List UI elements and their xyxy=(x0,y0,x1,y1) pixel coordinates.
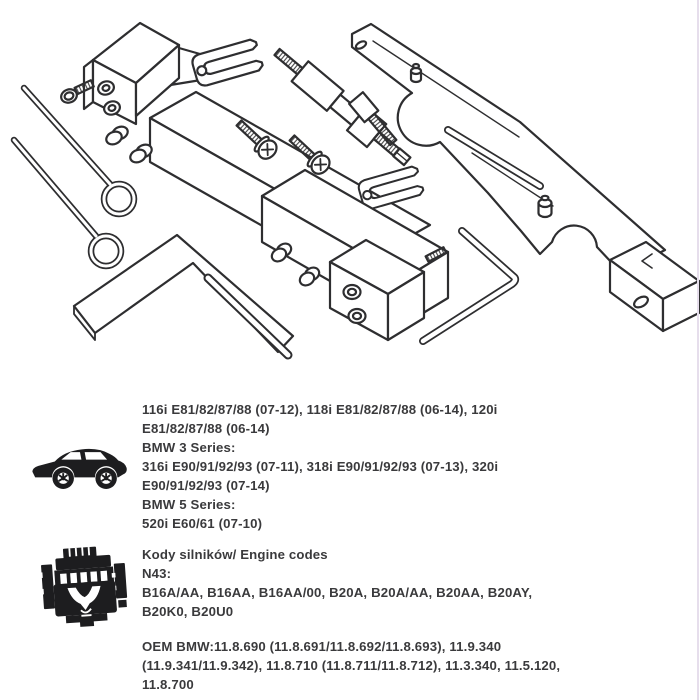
engine-codes-line: B20K0, B20U0 xyxy=(142,604,234,619)
compat-line: 316i E90/91/92/93 (07-11), 318i E90/91/9… xyxy=(142,459,499,474)
engine-icon xyxy=(38,546,128,627)
oem-numbers-text: OEM BMW:11.8.690 (11.8.691/11.8.692/11.8… xyxy=(142,637,560,694)
compat-line: BMW 5 Series: xyxy=(142,497,236,512)
timing-bracket xyxy=(350,22,700,333)
oem-line: 11.8.700 xyxy=(142,677,194,692)
locking-pin xyxy=(10,136,125,270)
thumb-screw xyxy=(348,91,398,147)
vehicle-compatibility-text: 116i E81/82/87/88 (07-12), 118i E81/82/8… xyxy=(142,400,498,533)
engine-codes-line: B16A/AA, B16AA, B16AA/00, B20A, B20A/AA,… xyxy=(142,585,533,600)
phillips-screw xyxy=(288,134,331,175)
locking-pin xyxy=(20,84,138,218)
engine-codes-line: Kody silników/ Engine codes xyxy=(142,547,328,562)
fork-plate xyxy=(189,37,265,89)
right-edge-divider xyxy=(697,0,699,700)
oem-line: OEM BMW:11.8.690 (11.8.691/11.8.692/11.8… xyxy=(142,639,502,654)
oem-line: (11.9.341/11.9.342), 11.8.710 (11.8.711/… xyxy=(142,658,561,673)
sensor-block xyxy=(260,168,450,342)
engine-codes-text: Kody silników/ Engine codes N43: B16A/AA… xyxy=(142,545,532,621)
socket-screw xyxy=(60,79,95,104)
compat-line: E90/91/92/93 (07-14) xyxy=(142,478,270,493)
tool-kit-drawing xyxy=(10,21,700,360)
wheel-icon xyxy=(95,467,117,489)
hex-key xyxy=(419,227,520,345)
wheel-icon xyxy=(52,467,74,489)
compat-line: BMW 3 Series: xyxy=(142,440,236,455)
fork-clip xyxy=(355,164,426,212)
compat-line: E81/82/87/88 (06-14) xyxy=(142,421,270,436)
slotted-angle-plate xyxy=(72,233,295,360)
phillips-screw xyxy=(235,119,278,160)
compat-line: 116i E81/82/87/88 (07-12), 118i E81/82/8… xyxy=(142,402,498,417)
engine-codes-line: N43: xyxy=(142,566,172,581)
compat-line: 520i E60/61 (07-10) xyxy=(142,516,263,531)
car-icon xyxy=(32,448,127,489)
